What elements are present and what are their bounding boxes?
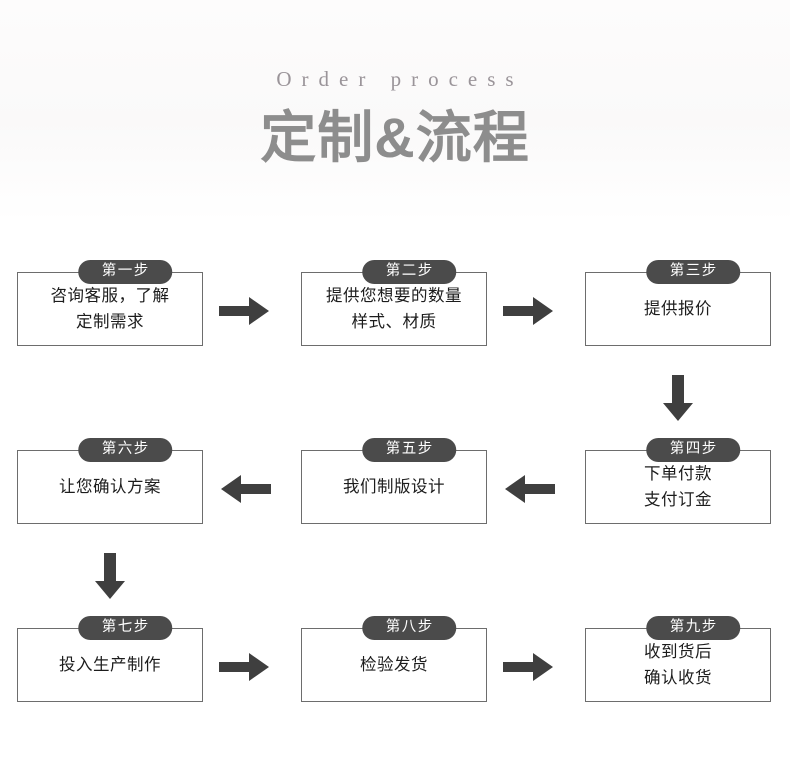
- arrow-right-icon: [217, 294, 273, 328]
- step-text-2: 提供您想要的数量 样式、材质: [326, 287, 462, 331]
- arrow-right-icon: [501, 650, 557, 684]
- page-title: 定制&流程: [260, 106, 530, 169]
- step-badge-4: 第四步: [646, 438, 740, 462]
- step-text-8: 检验发货: [360, 656, 428, 674]
- step-badge-6: 第六步: [78, 438, 172, 462]
- page-header: Order process 定制&流程: [0, 0, 790, 222]
- step-text-4: 下单付款 支付订金: [644, 465, 712, 509]
- flow-row-2: 第六步 让您确认方案 第五步 我们制版设计 第四步 下单付款 支付订金: [0, 432, 790, 550]
- step-card-5[interactable]: 第五步 我们制版设计: [301, 432, 489, 526]
- arrow-right-icon: [217, 650, 273, 684]
- step-box-3: 提供报价: [585, 272, 771, 346]
- step-badge-5: 第五步: [362, 438, 456, 462]
- step-text-7: 投入生产制作: [59, 656, 161, 674]
- step-box-4: 下单付款 支付订金: [585, 450, 771, 524]
- flow-row-1: 第一步 咨询客服，了解 定制需求 第二步 提供您想要的数量 样式、材质 第三步: [0, 254, 790, 372]
- step-card-3[interactable]: 第三步 提供报价: [585, 254, 773, 348]
- arrow-right-icon: [501, 294, 557, 328]
- order-process-flowchart: 第一步 咨询客服，了解 定制需求 第二步 提供您想要的数量 样式、材质 第三步: [0, 222, 790, 758]
- step-card-4[interactable]: 第四步 下单付款 支付订金: [585, 432, 773, 526]
- arrow-down-icon: [89, 552, 131, 602]
- flow-row-3: 第七步 投入生产制作 第八步 检验发货 第九步 收到货后 确认收货: [0, 610, 790, 728]
- arrow-down-icon: [657, 374, 699, 424]
- header-eyebrow: Order process: [276, 67, 524, 91]
- step-box-2: 提供您想要的数量 样式、材质: [301, 272, 487, 346]
- arrow-left-icon: [217, 472, 273, 506]
- step-card-9[interactable]: 第九步 收到货后 确认收货: [585, 610, 773, 704]
- step-badge-3: 第三步: [646, 260, 740, 284]
- arrow-left-icon: [501, 472, 557, 506]
- step-badge-1: 第一步: [78, 260, 172, 284]
- step-text-5: 我们制版设计: [343, 478, 445, 496]
- step-badge-2: 第二步: [362, 260, 456, 284]
- step-text-1: 咨询客服，了解 定制需求: [50, 287, 170, 331]
- step-badge-9: 第九步: [646, 616, 740, 640]
- step-box-7: 投入生产制作: [17, 628, 203, 702]
- step-text-9: 收到货后 确认收货: [644, 643, 712, 687]
- step-text-3: 提供报价: [644, 300, 712, 318]
- step-card-2[interactable]: 第二步 提供您想要的数量 样式、材质: [301, 254, 489, 348]
- step-card-7[interactable]: 第七步 投入生产制作: [17, 610, 205, 704]
- step-box-8: 检验发货: [301, 628, 487, 702]
- step-card-8[interactable]: 第八步 检验发货: [301, 610, 489, 704]
- step-box-1: 咨询客服，了解 定制需求: [17, 272, 203, 346]
- step-badge-8: 第八步: [362, 616, 456, 640]
- step-card-6[interactable]: 第六步 让您确认方案: [17, 432, 205, 526]
- step-text-6: 让您确认方案: [59, 478, 161, 496]
- step-badge-7: 第七步: [78, 616, 172, 640]
- step-card-1[interactable]: 第一步 咨询客服，了解 定制需求: [17, 254, 205, 348]
